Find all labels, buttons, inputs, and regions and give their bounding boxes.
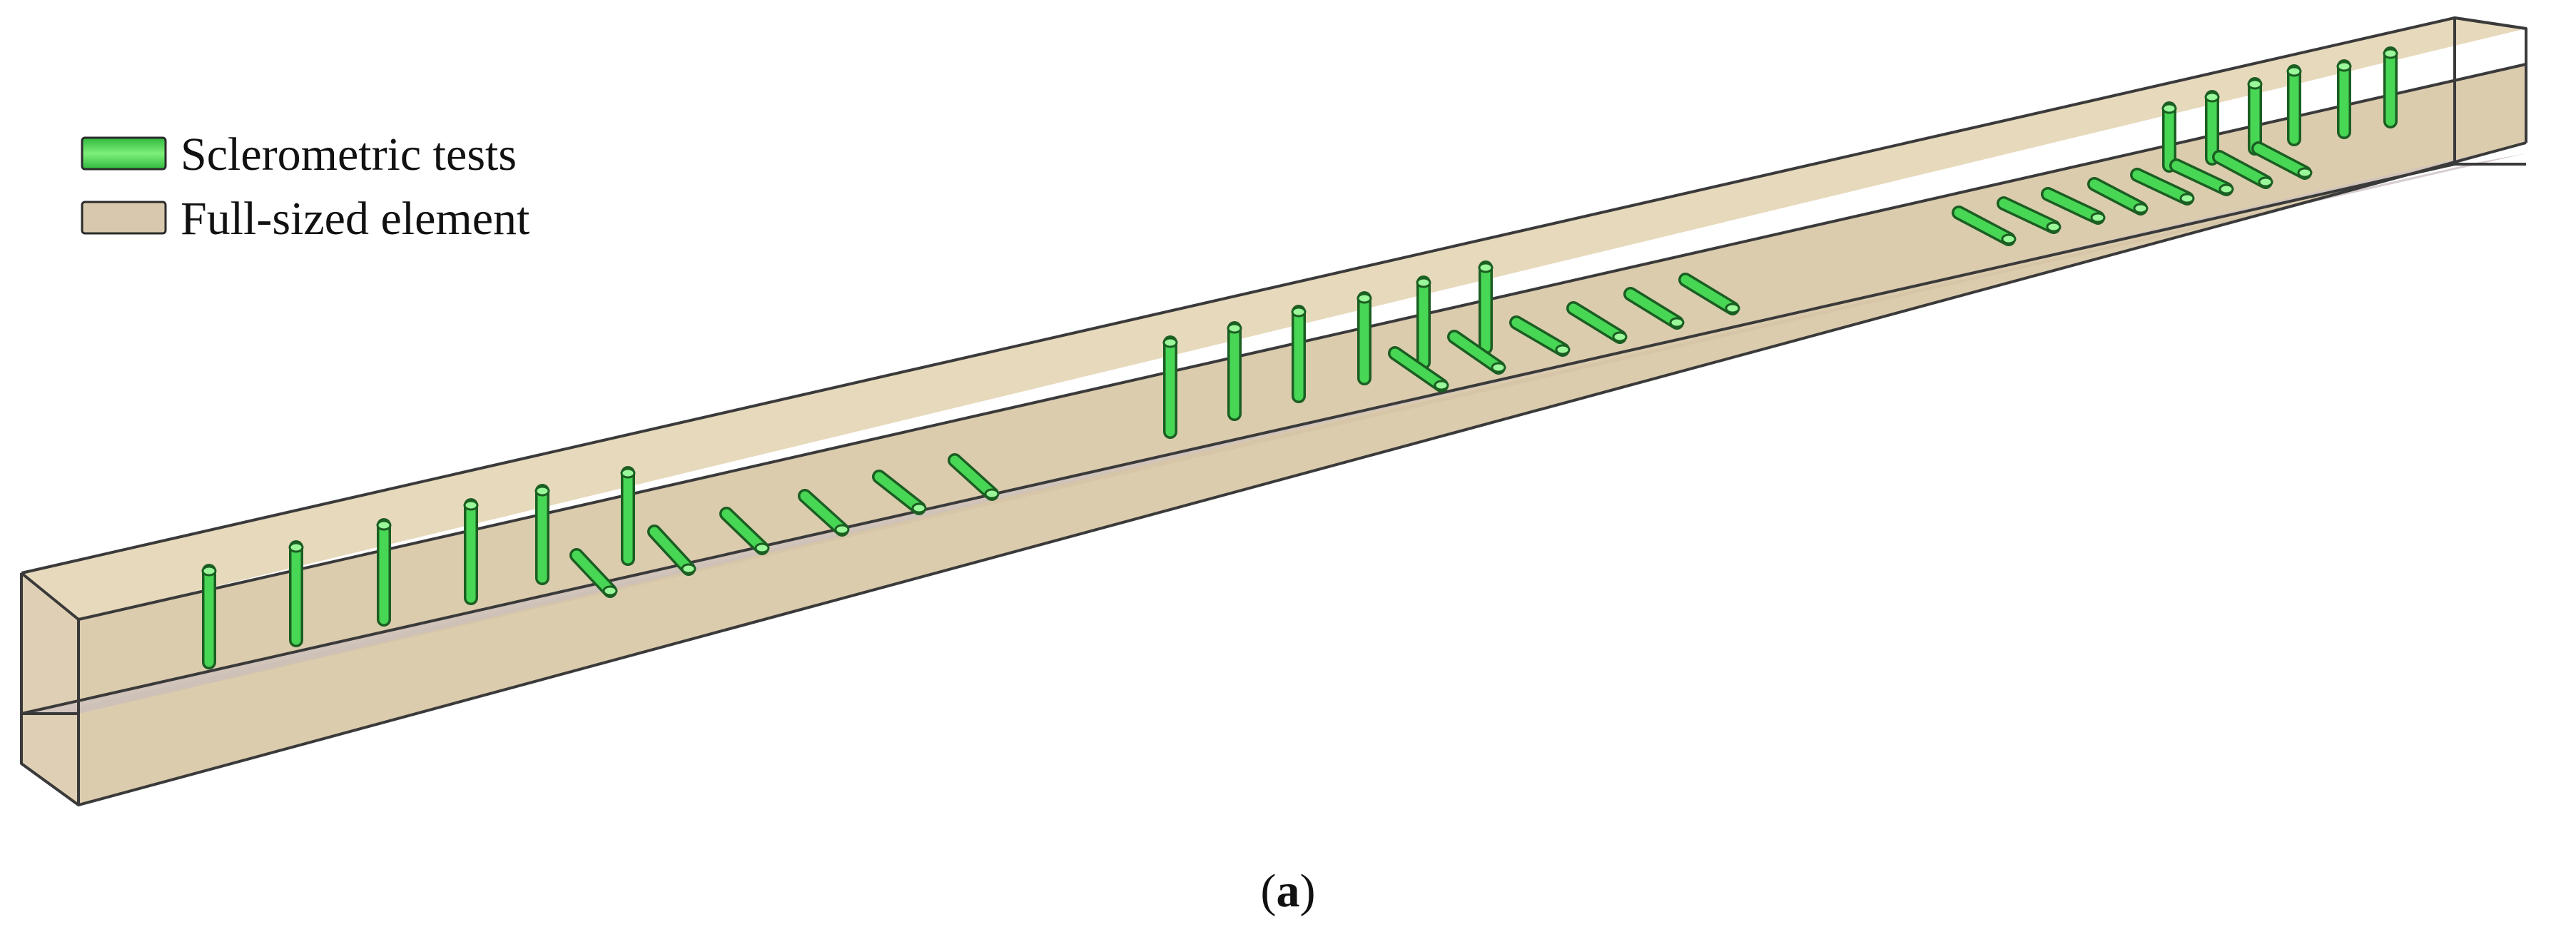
vertical-test-rod — [463, 498, 479, 605]
vertical-test-rod — [2161, 101, 2177, 173]
horizontal-test-rod — [2130, 168, 2195, 206]
vertical-test-rod — [2204, 90, 2220, 166]
horizontal-test-rod — [1678, 273, 1740, 315]
horizontal-test-rod — [1388, 346, 1449, 392]
horizontal-test-rod — [647, 525, 696, 576]
full-sized-element — [20, 16, 2527, 806]
horizontal-test-rod — [2251, 141, 2313, 180]
vertical-test-rod — [1291, 305, 1307, 403]
vertical-test-rod — [1357, 291, 1372, 385]
legend-swatch-sclerometric — [81, 136, 167, 171]
horizontal-test-rod — [569, 548, 618, 598]
horizontal-test-rod — [2041, 187, 2106, 225]
legend: Sclerometric tests Full-sized element — [81, 128, 529, 245]
vertical-test-rod — [2383, 46, 2398, 128]
horizontal-test-rod — [2087, 177, 2149, 216]
vertical-test-rod — [201, 564, 217, 669]
horizontal-test-rod — [1952, 206, 2017, 246]
horizontal-test-rod — [1447, 330, 1506, 375]
horizontal-test-rod — [1509, 315, 1571, 357]
legend-label-full-sized: Full-sized element — [181, 193, 529, 245]
vertical-test-rod — [620, 466, 636, 566]
horizontal-test-rod — [1997, 196, 2062, 234]
beam-edge-end-right — [2454, 16, 2527, 143]
legend-swatch-full-sized — [81, 201, 167, 235]
vertical-test-rod — [2336, 59, 2352, 139]
beam-end-face — [21, 573, 78, 805]
horizontal-test-rod — [2212, 150, 2273, 189]
caption-open: ( — [1261, 865, 1277, 917]
vertical-test-rod — [1416, 275, 1431, 370]
horizontal-test-rod — [2169, 158, 2234, 196]
horizontal-test-rod — [948, 453, 1000, 501]
beam-edge-bottom-front — [78, 141, 2527, 806]
vertical-test-rod — [2247, 77, 2263, 156]
beam-front-face — [78, 64, 2526, 805]
vertical-test-rod — [1227, 321, 1242, 421]
caption-close: ) — [1300, 865, 1316, 917]
legend-label-sclerometric: Sclerometric tests — [181, 128, 517, 181]
figure-caption: (a) — [1261, 865, 1316, 917]
beam-back-face — [21, 18, 2526, 619]
horizontal-test-rod — [1623, 287, 1685, 330]
horizontal-test-rod — [719, 507, 770, 555]
vertical-test-rod — [376, 518, 392, 627]
horizontal-test-rod — [1566, 301, 1628, 344]
beam-edge-end-left — [20, 572, 80, 806]
vertical-test-rod — [1478, 260, 1494, 355]
horizontal-test-rod — [872, 470, 927, 515]
vertical-test-rod — [534, 484, 550, 585]
sclerometric-tests — [201, 46, 2398, 669]
vertical-test-rod — [2286, 64, 2302, 146]
horizontal-test-rod — [798, 489, 850, 537]
vertical-test-rod — [288, 540, 304, 647]
vertical-test-rod — [1162, 335, 1178, 439]
caption-letter: a — [1277, 865, 1300, 917]
